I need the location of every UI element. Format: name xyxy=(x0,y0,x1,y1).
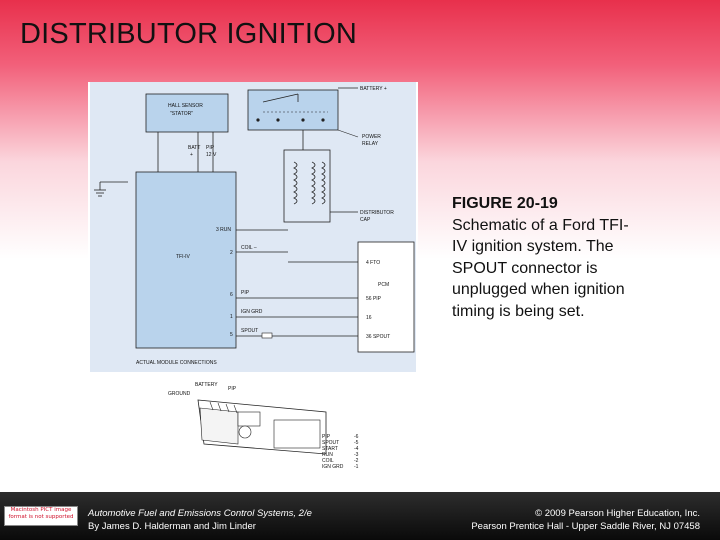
conn-pin-name-2: START xyxy=(322,446,338,452)
battery-conn-label: BATTERY xyxy=(195,382,218,388)
power-relay-label-2: RELAY xyxy=(362,141,379,147)
run-3-label: 3 RUN xyxy=(216,227,231,233)
hall-sensor-box xyxy=(145,93,229,133)
ignition-schematic-figure: HALL SENSOR "STATOR" BATTERY + POWER REL… xyxy=(88,82,418,482)
publisher-line: Pearson Prentice Hall - Upper Saddle Riv… xyxy=(471,521,700,532)
conn-pin-name-4: COIL xyxy=(322,458,334,464)
conn-pin-num-1: -5 xyxy=(354,440,359,446)
figure-caption: FIGURE 20-19 Schematic of a Ford TFI-IV … xyxy=(452,193,642,322)
conn-pin-num-3: -3 xyxy=(354,452,359,458)
spout-36-label: 36 SPOUT xyxy=(366,334,390,340)
pip-top-label: PIP xyxy=(206,145,215,151)
tfi-iv-module-box xyxy=(135,171,237,349)
coil-label: COIL – xyxy=(241,245,257,251)
tfi-iv-label: TFI-IV xyxy=(176,254,191,260)
actual-module-label: ACTUAL MODULE CONNECTIONS xyxy=(136,360,217,366)
slide-title: DISTRIBUTOR IGNITION xyxy=(20,18,357,50)
book-title: Automotive Fuel and Emissions Control Sy… xyxy=(88,508,312,519)
caption-title: FIGURE 20-19 xyxy=(452,195,558,212)
pip-conn-label: PIP xyxy=(228,386,237,392)
copyright-line: © 2009 Pearson Higher Education, Inc. xyxy=(535,508,700,519)
pin-1-label: 1 xyxy=(230,314,233,320)
pin-6-label: 6 xyxy=(230,292,233,298)
batt-plus-label: + xyxy=(190,152,193,158)
fto-4-label: 4 FTO xyxy=(366,260,380,266)
conn-pin-name-5: IGN GRD xyxy=(322,464,344,470)
conn-pin-num-2: -4 xyxy=(354,446,359,452)
pin-2-label: 2 xyxy=(230,250,233,256)
pcm-box xyxy=(357,241,415,353)
pip-12v-label: 12 V xyxy=(206,152,217,158)
pip-56-label: 56 PIP xyxy=(366,296,382,302)
ign-grd-label: IGN GRD xyxy=(241,309,263,315)
publisher-logo-placeholder: Macintosh PICT image format is not suppo… xyxy=(4,506,78,526)
hall-sensor-label: HALL SENSOR xyxy=(168,103,203,109)
power-relay-box xyxy=(247,89,339,131)
distributor-label-1: DISTRIBUTOR xyxy=(360,210,394,216)
pip-left-label: PIP xyxy=(241,290,250,296)
pin-5-label: 5 xyxy=(230,332,233,338)
conn-pin-name-0: PIP xyxy=(322,434,331,440)
conn-pin-num-4: -2 xyxy=(354,458,359,464)
stator-label: "STATOR" xyxy=(170,111,193,117)
pin-16-label: 16 xyxy=(366,315,372,321)
caption-body: Schematic of a Ford TFI-IV ignition syst… xyxy=(452,216,629,320)
batt-label: BATT xyxy=(188,145,200,151)
conn-pin-num-5: -1 xyxy=(354,464,359,470)
conn-pin-name-3: RUN xyxy=(322,452,333,458)
spout-connector xyxy=(261,332,273,339)
ground-conn-label: GROUND xyxy=(168,391,191,397)
battery-plus-label: BATTERY + xyxy=(360,86,387,92)
ignition-coil xyxy=(283,149,331,223)
distributor-label-2: CAP xyxy=(360,217,371,223)
copyright-block: © 2009 Pearson Higher Education, Inc. Pe… xyxy=(471,507,700,533)
book-authors: By James D. Halderman and Jim Linder xyxy=(88,521,256,532)
power-relay-label-1: POWER xyxy=(362,134,381,140)
conn-pin-num-0: -6 xyxy=(354,434,359,440)
footer-bar: Macintosh PICT image format is not suppo… xyxy=(0,492,720,540)
conn-pin-name-1: SPOUT xyxy=(322,440,339,446)
schematic-svg: HALL SENSOR "STATOR" BATTERY + POWER REL… xyxy=(88,82,418,482)
pcm-label: PCM xyxy=(378,282,389,288)
book-info: Automotive Fuel and Emissions Control Sy… xyxy=(88,507,312,533)
spout-label: SPOUT xyxy=(241,328,258,334)
